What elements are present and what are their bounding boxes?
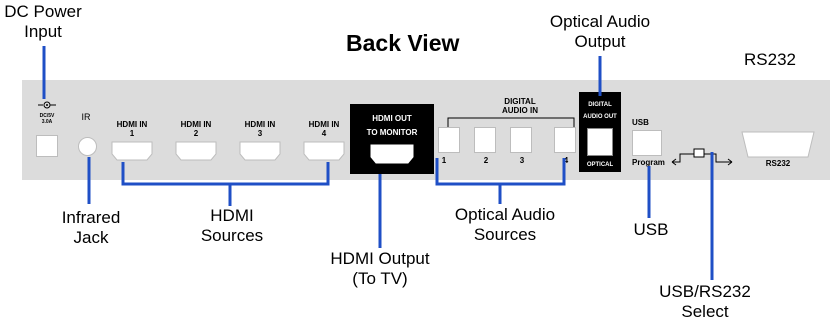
optical-sources-bracket <box>435 158 566 186</box>
hdmi-out-label: HDMI OUT <box>372 114 412 123</box>
ir-jack <box>78 137 97 156</box>
back-panel: DC/5V 3.0A IR HDMI IN 1 HDMI IN 2 HDMI I… <box>22 80 830 180</box>
digital-audio-out-line1: DIGITAL <box>588 102 612 108</box>
program-label: Program <box>632 158 665 167</box>
rs232-port <box>741 131 815 158</box>
hdmi-in-3-port <box>239 141 281 161</box>
optical-label: OPTICAL <box>586 162 614 168</box>
hdmi-output-label-line2: (To TV) <box>352 269 408 288</box>
digital-audio-out-block: DIGITAL AUDIO OUT OPTICAL <box>579 92 621 172</box>
optical-in-1-num: 1 <box>441 156 447 165</box>
hdmi-sources-label-line1: HDMI <box>210 206 254 225</box>
hdmi-in-2-num: 2 <box>193 129 199 138</box>
hdmi-in-4-label: HDMI IN <box>308 120 340 129</box>
optical-sources-label: Optical Audio Sources <box>440 205 570 245</box>
usb-label: USB <box>633 220 669 239</box>
hdmi-out-port <box>370 144 414 164</box>
optical-in-4-port <box>554 127 576 153</box>
digital-audio-in-line2: AUDIO IN <box>502 106 538 115</box>
hdmi-in-3-label: HDMI IN <box>244 120 276 129</box>
optical-sources-label-line2: Sources <box>473 225 537 244</box>
hdmi-output-label-line1: HDMI Output <box>330 249 430 268</box>
digital-audio-in-line1: DIGITAL <box>504 97 536 106</box>
optical-in-4-num: 4 <box>563 156 569 165</box>
hdmi-output-label: HDMI Output (To TV) <box>318 249 442 289</box>
dc-rating-label: DC/5V <box>39 113 55 119</box>
optical-in-2-port <box>474 127 496 153</box>
usb-port <box>632 130 662 156</box>
optical-out-port <box>587 128 613 156</box>
digital-audio-out-line2: AUDIO OUT <box>583 114 617 120</box>
to-monitor-label: TO MONITOR <box>366 128 418 137</box>
optical-output-label-line2: Output <box>574 32 626 51</box>
dc-power-label: DC Power Input <box>0 2 86 42</box>
infrared-label: Infrared Jack <box>58 208 124 248</box>
optical-in-2-num: 2 <box>483 156 489 165</box>
hdmi-sources-label-line2: Sources <box>200 226 264 245</box>
hdmi-in-4-num: 4 <box>321 129 327 138</box>
hdmi-out-block: HDMI OUT TO MONITOR <box>350 104 434 174</box>
usb-rs232-select-label: USB/RS232 Select <box>650 282 760 322</box>
dc-power-port <box>36 135 58 157</box>
hdmi-in-2-port <box>175 141 217 161</box>
diagram-title: Back View <box>346 30 460 56</box>
infrared-label-line1: Infrared <box>61 208 121 227</box>
select-label-line2: Select <box>681 302 729 321</box>
digital-audio-in-label: DIGITAL AUDIO IN <box>484 97 556 115</box>
hdmi-in-2-label: HDMI IN <box>180 120 212 129</box>
dc-power-label-line1: DC Power <box>4 2 82 21</box>
optical-in-3-num: 3 <box>519 156 525 165</box>
rs232-panel-label: RS232 <box>765 159 791 168</box>
dc-rating-label2: 3.0A <box>41 119 53 125</box>
hdmi-in-3-num: 3 <box>257 129 263 138</box>
audio-in-bracket <box>447 117 575 128</box>
hdmi-sources-bracket <box>121 162 330 186</box>
hdmi-in-1-label: HDMI IN <box>116 120 148 129</box>
optical-in-3-port <box>510 127 532 153</box>
hdmi-in-1-num: 1 <box>129 129 135 138</box>
hdmi-in-4-port <box>303 141 345 161</box>
hdmi-sources-label: HDMI Sources <box>192 206 272 246</box>
infrared-label-line2: Jack <box>73 228 109 247</box>
optical-output-label: Optical Audio Output <box>535 12 665 52</box>
select-label-line1: USB/RS232 <box>659 282 751 301</box>
optical-in-1-port <box>438 127 460 153</box>
dc-power-label-line2: Input <box>24 22 62 41</box>
rs232-top-label: RS232 <box>744 50 796 69</box>
usb-rs232-switch-icon <box>671 148 733 166</box>
optical-sources-label-line1: Optical Audio <box>454 205 556 224</box>
ir-label: IR <box>81 112 91 122</box>
hdmi-in-1-port <box>111 141 153 161</box>
optical-output-label-line1: Optical Audio <box>549 12 651 31</box>
dc-power-symbol-icon <box>38 101 56 109</box>
usb-panel-label: USB <box>632 118 649 127</box>
